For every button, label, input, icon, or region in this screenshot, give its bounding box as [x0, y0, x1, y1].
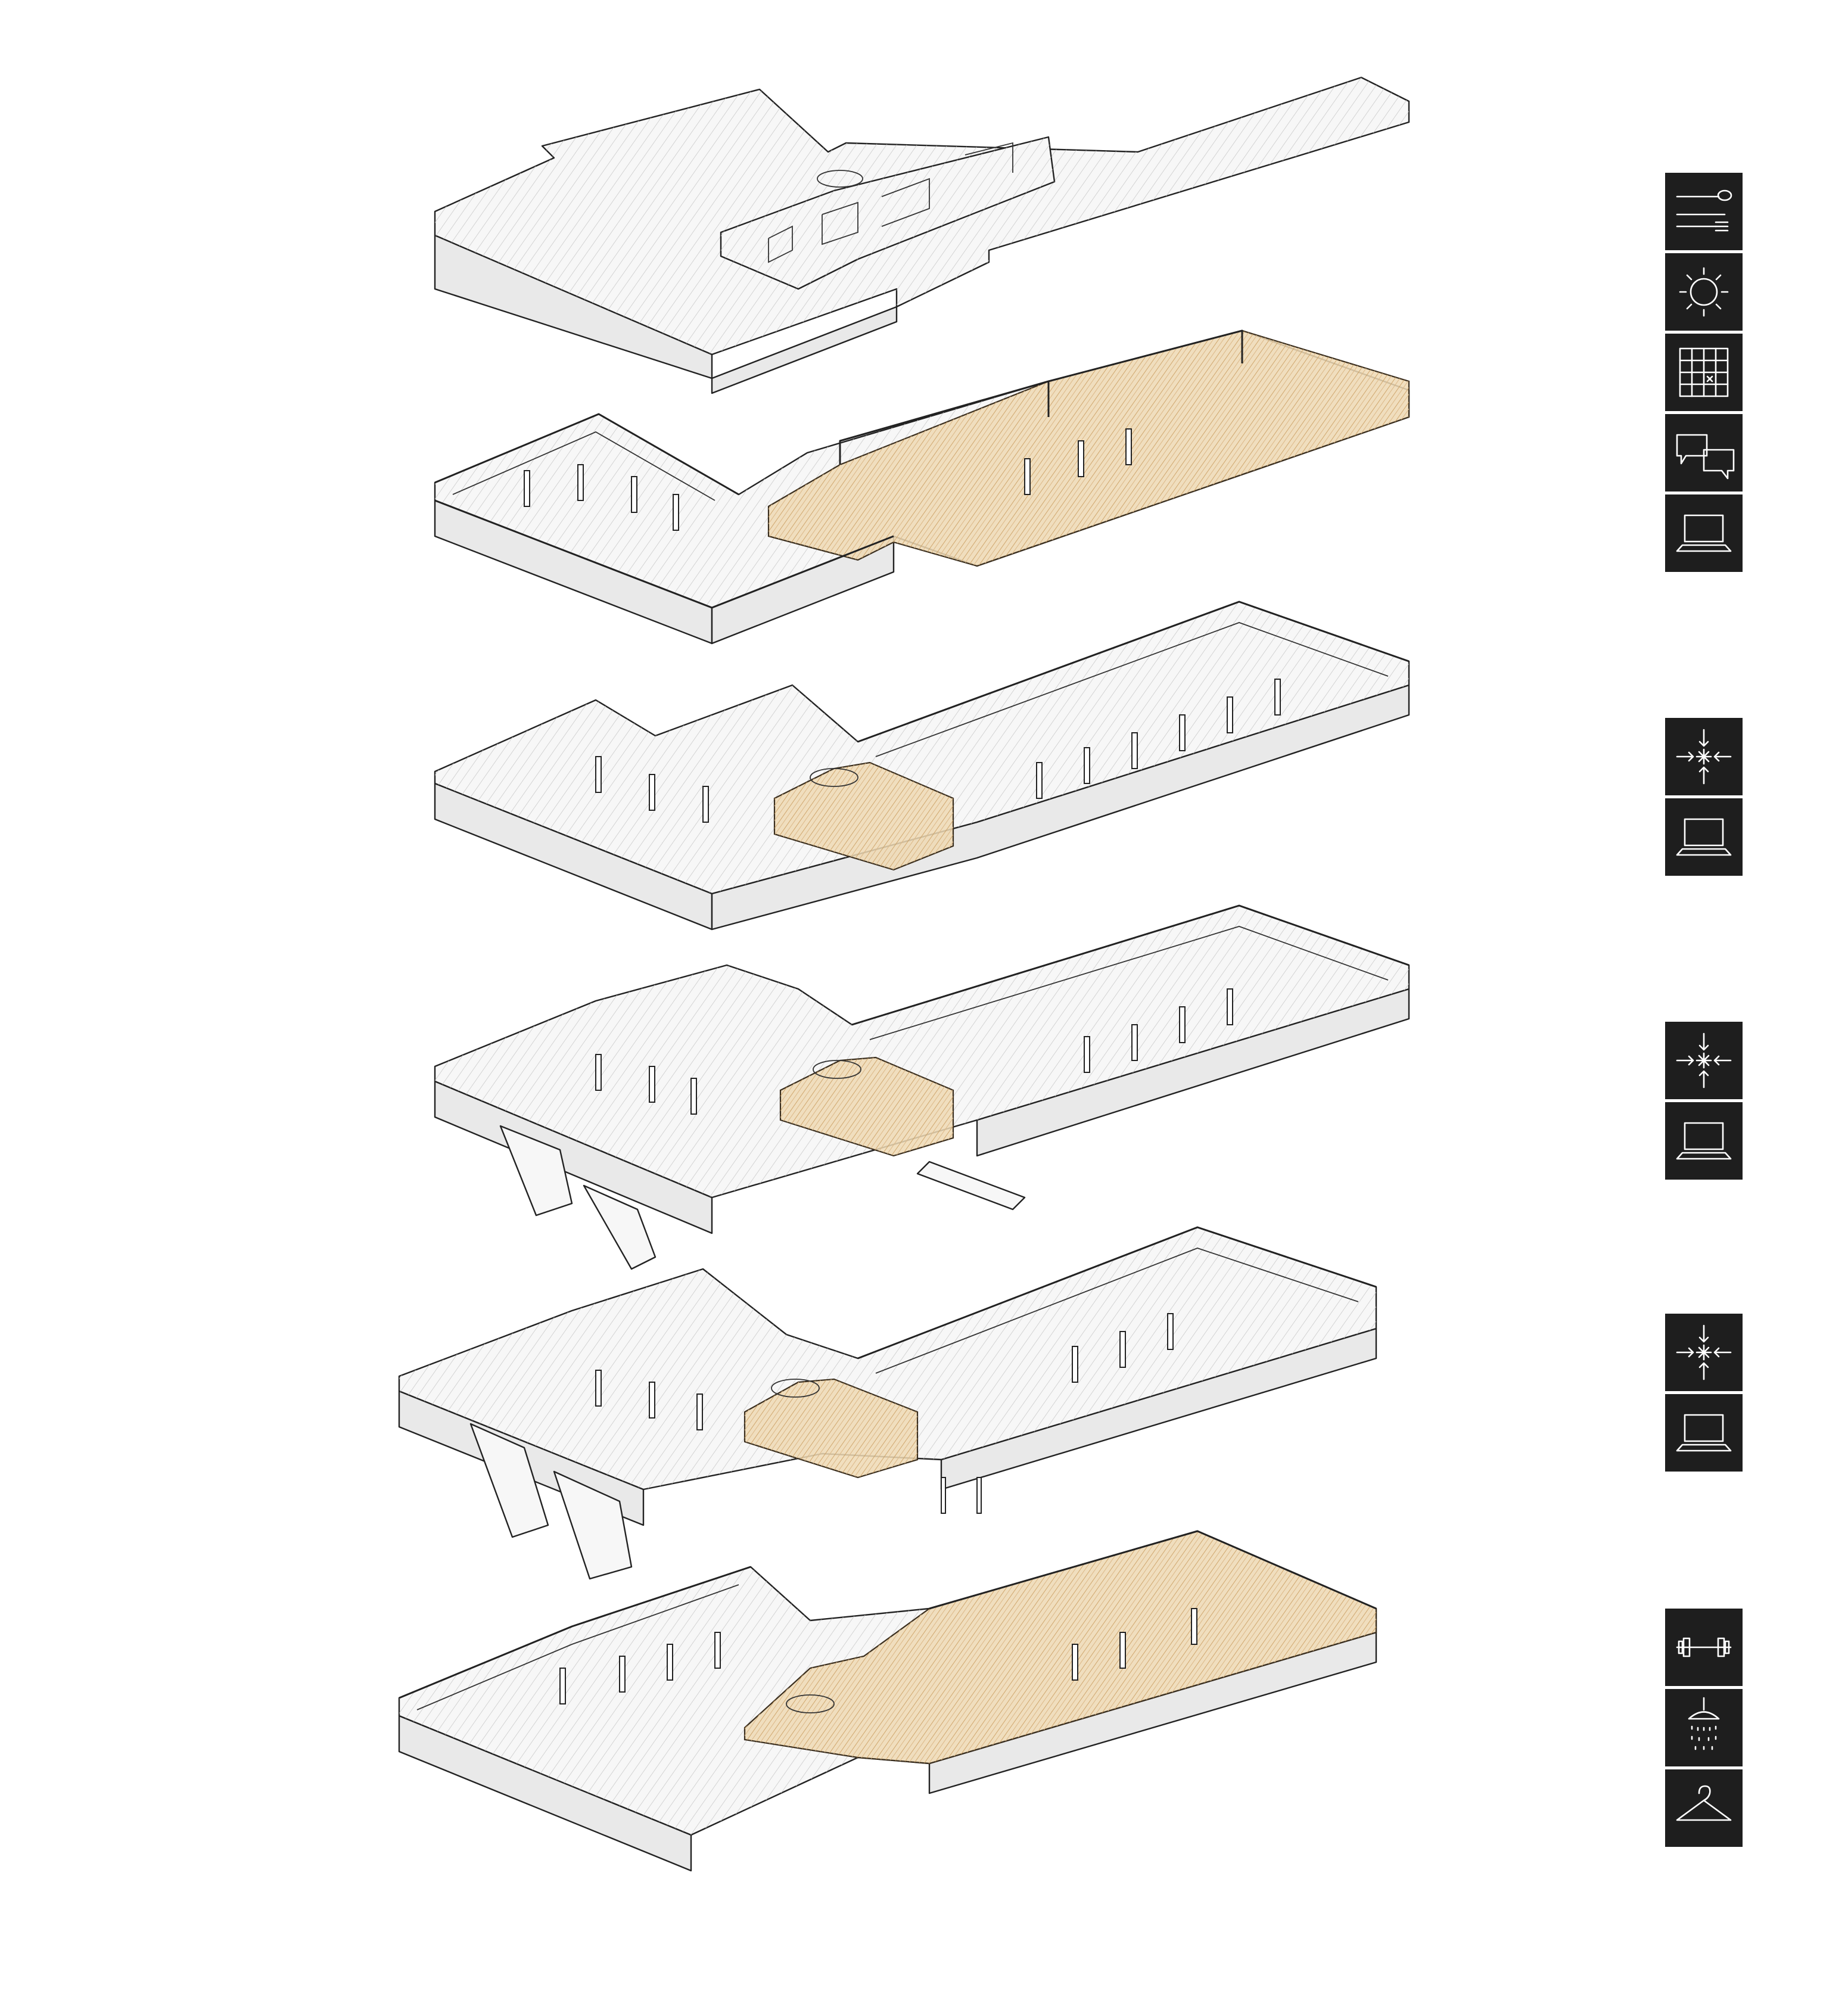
perimeter-walls: [857, 1226, 1377, 1374]
structural-columns: [559, 1608, 1197, 1704]
icon-group-level-4: [1665, 173, 1743, 572]
structural-columns: [595, 988, 1233, 1115]
floor-slab: [434, 904, 1410, 1270]
floor-slab: [434, 601, 1410, 931]
icon-group-level-3: [1665, 718, 1743, 876]
program-zone-highlight: [779, 1056, 954, 1157]
perimeter-walls: [399, 1566, 751, 1710]
laptop-icon: [1665, 494, 1743, 572]
program-zone-highlight: [743, 1530, 1377, 1765]
laptop-icon: [1665, 798, 1743, 876]
floor-level-2: [434, 904, 1410, 1270]
roof-stair-core: [720, 136, 1056, 290]
shower-icon: [1665, 1689, 1743, 1766]
structural-columns: [595, 679, 1281, 823]
floor-level-3: [434, 601, 1410, 931]
floor-roof: [434, 76, 1410, 394]
perimeter-walls: [434, 413, 894, 609]
program-zone-highlight: [743, 1378, 919, 1479]
program-zone-highlight: [773, 761, 954, 871]
floor-level-4: [434, 329, 1410, 645]
dumbbell-icon: [1665, 1609, 1743, 1686]
floor-level-1: [398, 1226, 1377, 1580]
icon-legend: [1665, 173, 1743, 1847]
floor-basement: [398, 1530, 1377, 1872]
perimeter-walls: [851, 904, 1410, 1040]
icon-group-basement: [1665, 1609, 1743, 1847]
perimeter-walls: [857, 601, 1410, 757]
chat-icon: [1665, 414, 1743, 492]
icon-group-level-1: [1665, 1314, 1743, 1472]
focus-icon: [1665, 1022, 1743, 1099]
laptop-icon: [1665, 1102, 1743, 1180]
hanger-icon: [1665, 1769, 1743, 1847]
calendar-icon: [1665, 334, 1743, 411]
floor-slab: [398, 1226, 1377, 1580]
sun-icon: [1665, 253, 1743, 331]
program-zone-highlight: [767, 329, 1410, 567]
structural-columns: [595, 1313, 1174, 1514]
dining-icon: [1665, 173, 1743, 250]
focus-icon: [1665, 718, 1743, 795]
icon-group-level-2: [1665, 1022, 1743, 1180]
focus-icon: [1665, 1314, 1743, 1391]
structural-columns: [524, 428, 1132, 531]
laptop-icon: [1665, 1394, 1743, 1472]
